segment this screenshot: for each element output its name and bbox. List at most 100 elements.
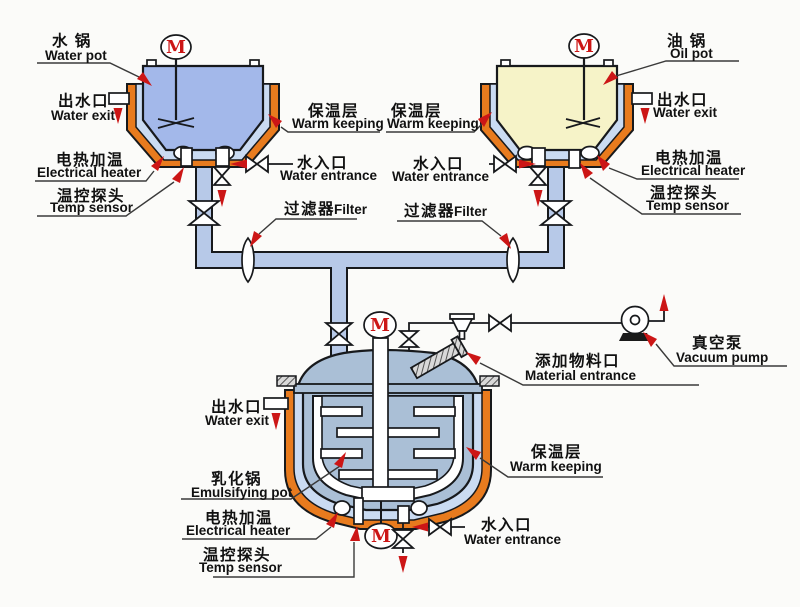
heater-element-icon (333, 500, 351, 516)
label-en: Electrical heater (37, 165, 142, 180)
sight-glass-icon (449, 313, 475, 340)
label-zh: 水入口 (297, 153, 348, 172)
label-en: Vacuum pump (676, 350, 768, 365)
valve-icon (390, 529, 416, 549)
motor-letter: M (371, 526, 391, 547)
label-filter-left: 过滤器 Filter (250, 199, 368, 247)
label-filter-right: 过滤器 Filter (397, 201, 511, 249)
drain-fitting (397, 505, 410, 524)
agitator-blades-icon (565, 117, 601, 129)
label-en: Oil pot (670, 46, 713, 61)
pointer-arrow-icon (478, 112, 492, 127)
motor-icon (364, 522, 398, 550)
label-zh: 保温层 (530, 442, 582, 461)
flow-arrow-icon (230, 159, 247, 169)
pointer-arrow-icon (499, 233, 511, 249)
label-en: Warm keeping (387, 116, 479, 131)
label-zh: 温控探头 (57, 186, 125, 205)
pointer-arrow-icon (334, 452, 346, 468)
label-zh: 水入口 (413, 154, 464, 173)
flow-arrow-icon (113, 108, 123, 124)
filter-icon (241, 236, 255, 284)
vacuum-pump-icon (619, 305, 651, 341)
flow-arrow-icon (217, 190, 227, 207)
oil-pot-vessel (495, 64, 619, 152)
water-exit-stub (108, 92, 130, 105)
label-zh: 水入口 (481, 515, 532, 534)
valve-icon (397, 330, 421, 348)
agitator-shaft (372, 337, 389, 495)
label-en: Temp sensor (50, 200, 134, 215)
label-water-pot: 水 锅 Water pot (37, 31, 152, 86)
oil-pot-group: M (480, 33, 653, 169)
label-zh: 出水口 (657, 90, 708, 109)
label-vacuum-pump: 真空泵 Vacuum pump (643, 332, 787, 367)
water-pot-group: M (108, 34, 280, 168)
label-electrical-heater-emulsify: 电热加温 Electrical heater (182, 508, 338, 540)
label-en: Water entrance (280, 168, 378, 183)
label-en: Filter (454, 204, 488, 219)
water-exit-stub (263, 397, 289, 410)
motor-icon (568, 33, 600, 59)
flow-arrow-icon (398, 556, 408, 573)
label-en: Electrical heater (186, 523, 291, 538)
flow-arrow-icon (412, 522, 428, 532)
water-pot-vessel (141, 64, 265, 152)
label-en: Warm keeping (292, 116, 384, 131)
label-temp-sensor-emulsify: 温控探头 Temp sensor (199, 526, 360, 578)
pointer-arrow-icon (603, 71, 618, 85)
discharge-housing (361, 486, 415, 502)
label-zh: 出水口 (211, 397, 262, 416)
valve-icon (527, 166, 549, 186)
temp-sensor-fitting (353, 497, 364, 525)
motor-icon (160, 34, 192, 60)
label-en: Water exit (653, 105, 718, 120)
material-chute-icon (409, 335, 469, 380)
coil-bar (320, 406, 363, 417)
label-en: Filter (334, 202, 368, 217)
flow-arrow-icon (533, 190, 543, 207)
pointer-arrow-icon (466, 447, 481, 460)
water-pot-lug (249, 59, 260, 67)
label-oil-pot: 油 锅 Oil pot (603, 31, 739, 85)
motor-letter: M (370, 315, 390, 336)
coil-bar (413, 406, 456, 417)
heater-element-icon (580, 145, 600, 161)
label-zh: 电热加温 (205, 508, 273, 527)
label-emulsifying-pot: 乳化锅 Emulsifying pot (181, 452, 346, 500)
label-zh: 真空泵 (692, 333, 743, 352)
label-zh: 温控探头 (650, 183, 718, 202)
valve-icon (488, 313, 512, 333)
oil-pot-lug (603, 59, 614, 67)
valve-icon (186, 200, 222, 226)
label-warm-keeping-emulsify: 保温层 Warm keeping (466, 442, 603, 478)
chute-cap (450, 335, 469, 359)
flow-arrow-icon (519, 159, 536, 169)
label-water-entrance-left: 水入口 Water entrance (280, 153, 378, 183)
label-zh: 保温层 (307, 101, 359, 120)
pointer-arrow-icon (597, 155, 610, 171)
pointer-arrow-icon (350, 526, 360, 541)
label-en: Water entrance (392, 169, 490, 184)
label-en: Water exit (51, 108, 116, 123)
pointer-arrow-icon (137, 72, 152, 86)
agitator-blades-icon (157, 117, 195, 129)
label-zh: 水 锅 (52, 31, 92, 50)
label-zh: 电热加温 (56, 150, 124, 169)
label-electrical-heater-right: 电热加温 Electrical heater (597, 148, 746, 180)
pointer-arrow-icon (172, 167, 184, 183)
inlet-fitting (215, 147, 230, 167)
motor-letter: M (166, 37, 186, 58)
labels-layer: 水 锅 Water pot 出水口 Water exit 电热加温 Electr… (35, 31, 787, 578)
label-warm-keeping-left: 保温层 Warm keeping (268, 101, 384, 133)
label-en: Water exit (205, 413, 270, 428)
label-zh: 出水口 (58, 91, 109, 110)
valve-icon (428, 517, 452, 537)
inlet-fitting (531, 147, 546, 167)
label-en: Electrical heater (641, 163, 746, 178)
label-zh: 过滤器 (284, 199, 335, 218)
label-zh: 添加物料口 (535, 351, 620, 370)
water-pot-lug (146, 59, 157, 67)
valve-icon (323, 322, 355, 346)
